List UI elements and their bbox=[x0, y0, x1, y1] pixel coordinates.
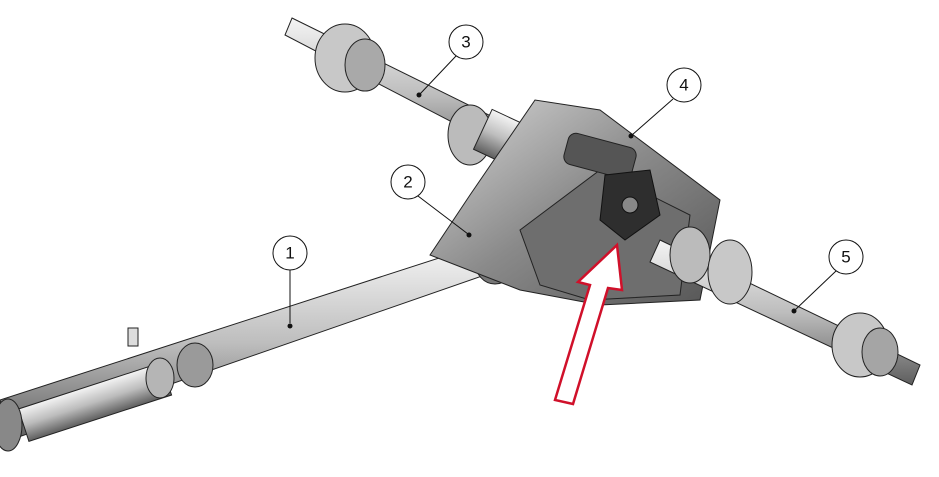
callout-label: 1 bbox=[285, 244, 294, 263]
callout-3: 3 bbox=[416, 24, 484, 98]
callout-label: 2 bbox=[403, 173, 412, 192]
callout-5: 5 bbox=[791, 239, 864, 314]
callout-label: 5 bbox=[841, 248, 850, 267]
callout-2: 2 bbox=[390, 164, 472, 238]
callout-4: 4 bbox=[628, 67, 702, 139]
transfer-case bbox=[429, 99, 721, 306]
right-drive-shaft bbox=[649, 226, 921, 386]
callout-label: 4 bbox=[679, 76, 688, 95]
callout-label: 3 bbox=[461, 33, 470, 52]
propeller-shaft bbox=[0, 239, 516, 452]
callout-1: 1 bbox=[272, 235, 308, 329]
indicator-arrow bbox=[553, 242, 624, 406]
